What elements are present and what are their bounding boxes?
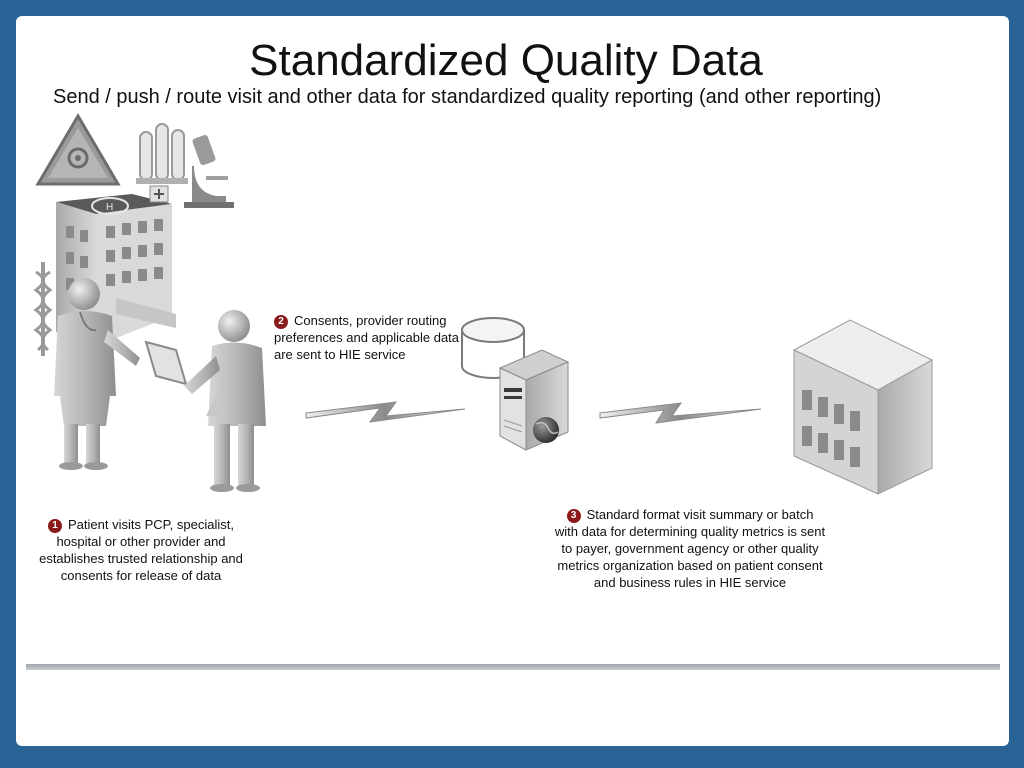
step-2-text: 2 Consents, provider routing preferences …: [274, 312, 464, 363]
step-1-text: 1 Patient visits PCP, specialist, hospita…: [36, 516, 246, 584]
step-2-body: preferences and applicable data are sent…: [274, 330, 460, 362]
clipboard-icon: [144, 340, 188, 386]
test-tubes-icon: [136, 123, 188, 184]
step-2-line1: Consents, provider routing: [294, 313, 447, 328]
step-2-number: 2: [274, 315, 288, 329]
microscope-icon: [184, 134, 234, 208]
footer-divider: [26, 664, 1000, 670]
step-3-body: with data for determining quality metric…: [554, 524, 826, 590]
page-title: Standardized Quality Data: [249, 36, 763, 85]
hospital-building-icon: H: [56, 185, 176, 346]
caduceus-icon: [33, 262, 53, 356]
svg-text:H: H: [106, 202, 113, 213]
step-3-line1: Standard format visit summary or batch: [586, 507, 814, 522]
step-3-number: 3: [566, 509, 581, 523]
lightning-link-icon-right: [599, 402, 762, 424]
step-1-number: 1: [48, 519, 63, 533]
biohazard-warning-icon: [35, 113, 121, 186]
page-subtitle: Send / push / route visit and other data…: [53, 86, 882, 108]
globe-icon: [533, 417, 559, 443]
slide: Standardized Quality Data Send / push / …: [16, 16, 1009, 746]
diagram-artwork: H: [33, 113, 934, 495]
step-1-body: hospital or other provider and establish…: [39, 534, 243, 583]
office-building-icon: [792, 319, 934, 495]
doctor-figure-icon: [54, 278, 140, 470]
step-1-line1: Patient visits PCP, specialist,: [68, 517, 234, 532]
patient-figure-icon: [184, 310, 266, 492]
lightning-link-icon-left: [305, 401, 466, 423]
